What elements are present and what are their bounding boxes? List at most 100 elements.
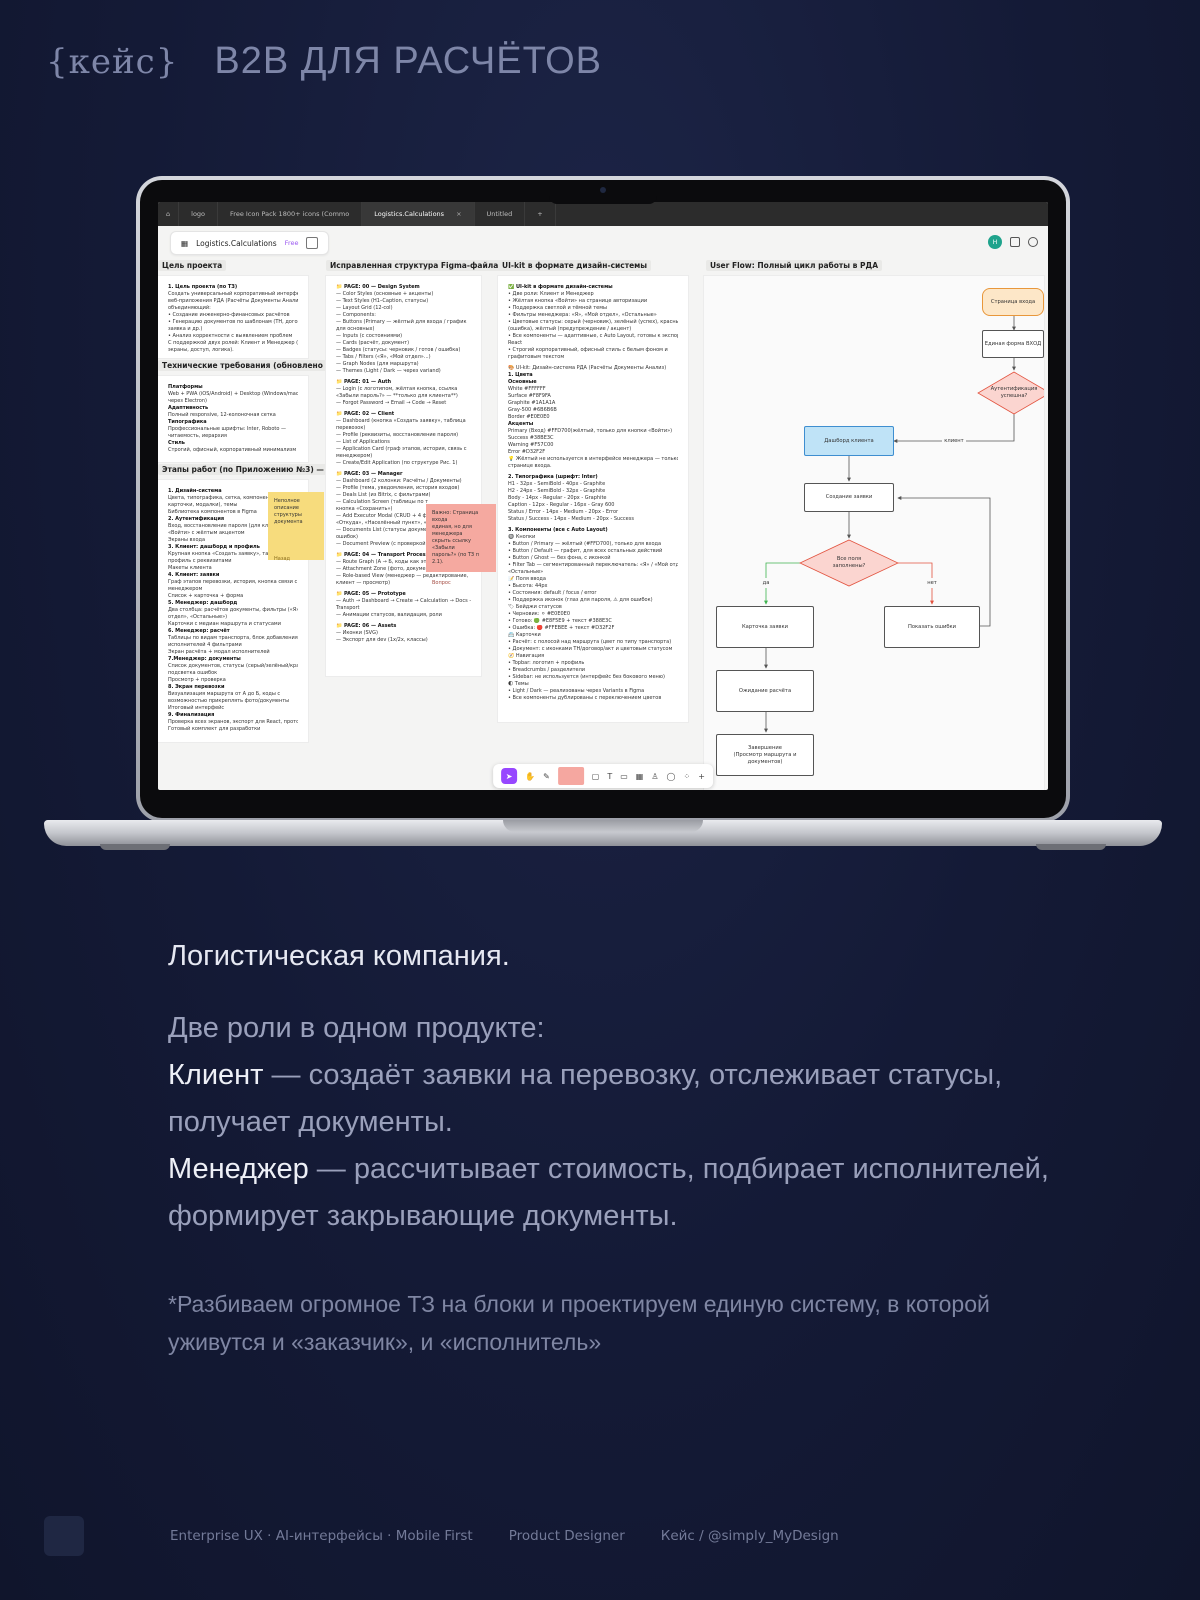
flow-node-done[interactable]: Завершение (Просмотр маршрута и документ… — [716, 734, 814, 776]
figma-canvas[interactable]: Цель проекта 1. Цель проекта (по ТЗ)Созд… — [158, 260, 1048, 790]
panel-line: • Две роли: Клиент и Менеджер — [508, 291, 594, 297]
userflow-panel[interactable]: Страница входа Единая форма ВХОД Аутенти… — [704, 276, 1044, 790]
panel-line: • Topbar: логотип + профиль — [508, 660, 585, 666]
panel-line: Карточки с медиан маршрута и статусами — [168, 621, 281, 627]
case-note: *Разбиваем огромное ТЗ на блоки и проект… — [168, 1285, 1068, 1361]
panel-line: — Login (с логотипом, жёлтая кнопка, ссы… — [336, 386, 458, 392]
panel-line: Body - 14px - Regular - 20px - Graphite — [508, 495, 607, 501]
laptop-base — [44, 820, 1162, 846]
stamp-tool-icon[interactable]: ♙ — [651, 771, 659, 781]
goal-panel[interactable]: 1. Цель проекта (по ТЗ)Создать универсал… — [158, 276, 308, 358]
flow-node-filled[interactable]: Все поля заполнены? — [832, 556, 866, 569]
panel-line: — Dashboard (кнопка «Создать заявку», та… — [336, 418, 466, 424]
tab[interactable]: Untitled — [475, 202, 526, 226]
panel-line: • Button / Ghost — без фона, с иконкой — [508, 555, 611, 561]
section-structure-label[interactable]: Исправленная структура Figma-файла (по..… — [326, 260, 528, 271]
avatar[interactable]: Н — [988, 235, 1002, 249]
panel-line: — Badges (статусы: черновик / готов / ош… — [336, 347, 461, 353]
share-icon[interactable] — [1028, 237, 1038, 247]
panel-line: 📁 PAGE: 06 — Assets — [336, 623, 397, 629]
flow-node-auth[interactable]: Аутентификация успешна? — [990, 386, 1038, 399]
laptop-lid: ⌂ logo Free Icon Pack 1800+ icons (Commo Lo… — [136, 176, 1070, 822]
flow-node-dashboard[interactable]: Дашборд клиента — [804, 426, 894, 456]
panel-line: • Готово: 🟢 #E8F5E9 + текст #388E3C — [508, 618, 612, 624]
structure-panel[interactable]: 📁 PAGE: 00 — Design System — Color Style… — [326, 276, 481, 676]
panel-line: 🌓 Темы — [508, 681, 529, 687]
panel-line: Экраны входа — [168, 537, 206, 543]
panel-line: — Forgot Password → Email → Code → Reset — [336, 400, 447, 406]
panel-line: — Themes (Light / Dark — через variand) — [336, 368, 441, 374]
uikit-panel[interactable]: ✅ UI-kit в формате дизайн-системы • Две … — [498, 276, 688, 722]
section-flow-label[interactable]: User Flow: Полный цикл работы в РДА — [706, 260, 882, 271]
flow-node-form[interactable]: Единая форма ВХОД — [982, 330, 1044, 358]
hand-tool-icon[interactable]: ✋ — [525, 771, 536, 781]
panel-line: исполнителей 4 фильтрами — [168, 642, 242, 648]
tab[interactable]: logo — [179, 202, 219, 226]
sticky-pink-line: единая, но для — [432, 524, 472, 530]
panel-line: 🎨 UI-kit: Дизайн-система РДА (Расчёты До… — [508, 365, 667, 371]
move-tool-icon[interactable]: ➤ — [501, 768, 518, 784]
sticky-tool-icon[interactable] — [557, 767, 584, 785]
layout-toggle-icon[interactable] — [306, 237, 319, 249]
flow-node-start[interactable]: Страница входа — [982, 288, 1044, 316]
panel-line: веб-приложения РДА (Расчёты Документы Ан… — [168, 298, 298, 304]
pen-tool-icon[interactable]: ✎ — [543, 771, 550, 781]
flow-node-done-sub: (Просмотр маршрута и документов) — [733, 751, 797, 765]
panel-line: • Состояния: default / focus / error — [508, 590, 597, 596]
panel-line: Крупная кнопка «Создать заявку», таблица — [168, 551, 285, 557]
tab-home[interactable]: ⌂ — [158, 202, 180, 226]
panel-line: 💡 Жёлтый не используется в интерфейсе ме… — [508, 456, 678, 462]
section-tech-label[interactable]: Технические требования (обновлено — [158, 360, 327, 371]
tab-label: Logistics.Calculations — [374, 210, 445, 218]
panel-line: Адаптивность — [168, 405, 209, 411]
panel-line: 📁 PAGE: 00 — Design System — [336, 284, 420, 290]
panel-line: ✅ UI-kit в формате дизайн-системы — [508, 284, 613, 290]
sticky-note-yellow[interactable]: Неполное описание структуры документа На… — [268, 492, 324, 562]
sticky-pink-line: Важно: Страница входа — [432, 510, 479, 523]
file-menu[interactable]: ▦ Logistics.Calculations Free — [170, 231, 330, 255]
panel-line: 2. Аутентификация — [168, 516, 225, 522]
figma-menu-icon[interactable]: ▦ — [181, 238, 189, 248]
shape-tool-icon[interactable]: ▢ — [591, 771, 600, 781]
panel-line: 📝 Поля ввода — [508, 576, 546, 582]
panel-line: менеджером — [168, 586, 203, 592]
panel-line: Primary (Вход) #FFD700(жёлтый, только дл… — [508, 428, 673, 434]
table-tool-icon[interactable]: ▦ — [635, 771, 644, 781]
panel-line: Типографика — [168, 419, 207, 425]
tab-label: Free Icon Pack 1800+ icons (Commo — [230, 210, 350, 218]
panel-line: — List of Applications — [336, 439, 390, 445]
panel-line: — Анимации статусов, валидация, роли — [336, 612, 442, 618]
text-tool-icon[interactable]: T — [607, 771, 613, 781]
panel-line: 1. Дизайн-система — [168, 488, 222, 494]
home-icon: ⌂ — [166, 210, 171, 218]
tab[interactable]: + — [525, 202, 556, 226]
flow-node-create[interactable]: Создание заявки — [804, 483, 894, 512]
panel-line: ошибок) — [336, 534, 358, 540]
section-uikit-label[interactable]: UI-kit в формате дизайн-системы — [498, 260, 652, 271]
more-tools-icon[interactable]: + — [698, 771, 705, 781]
panel-line: — Экспорт для dev (1x/2x, классы) — [336, 637, 428, 643]
section-tool-icon[interactable]: ▭ — [620, 771, 628, 781]
panel-line: • Расчёт: с полосой над маршрута (цвет п… — [508, 639, 672, 645]
flow-node-wait[interactable]: Ожидание расчёта — [716, 670, 814, 712]
sticky-note-pink[interactable]: Важно: Страница входа единая, но для мен… — [426, 504, 496, 586]
section-goal-label[interactable]: Цель проекта — [158, 260, 227, 271]
laptop-mockup: ⌂ logo Free Icon Pack 1800+ icons (Commo Lo… — [44, 176, 1162, 852]
panel-line: 🏷 Бейджи статусов — [508, 604, 562, 610]
panel-line: Макеты клиента — [168, 565, 212, 571]
flow-node-card[interactable]: Карточка заявки — [716, 606, 814, 648]
sticky-pink-line: скрыть ссылку «Забыли — [432, 538, 471, 551]
panel-line: • Цветовые статусы: серый (черновик), зе… — [508, 319, 678, 325]
section-stages-label[interactable]: Этапы работ (по Приложению №3) — план... — [158, 464, 360, 475]
tab[interactable]: Logistics.Calculations × — [362, 202, 475, 226]
panel-line: Graphite #1A1A1A — [508, 400, 556, 406]
flow-node-errors[interactable]: Показать ошибки — [884, 606, 980, 648]
close-tab-icon[interactable]: × — [456, 210, 462, 218]
panel-icon[interactable] — [1010, 237, 1020, 247]
tab[interactable]: Free Icon Pack 1800+ icons (Commo — [218, 202, 363, 226]
widgets-tool-icon[interactable]: ⁘ — [683, 771, 691, 781]
panel-line: Стиль — [168, 440, 185, 446]
comment-tool-icon[interactable]: ◯ — [666, 771, 676, 781]
